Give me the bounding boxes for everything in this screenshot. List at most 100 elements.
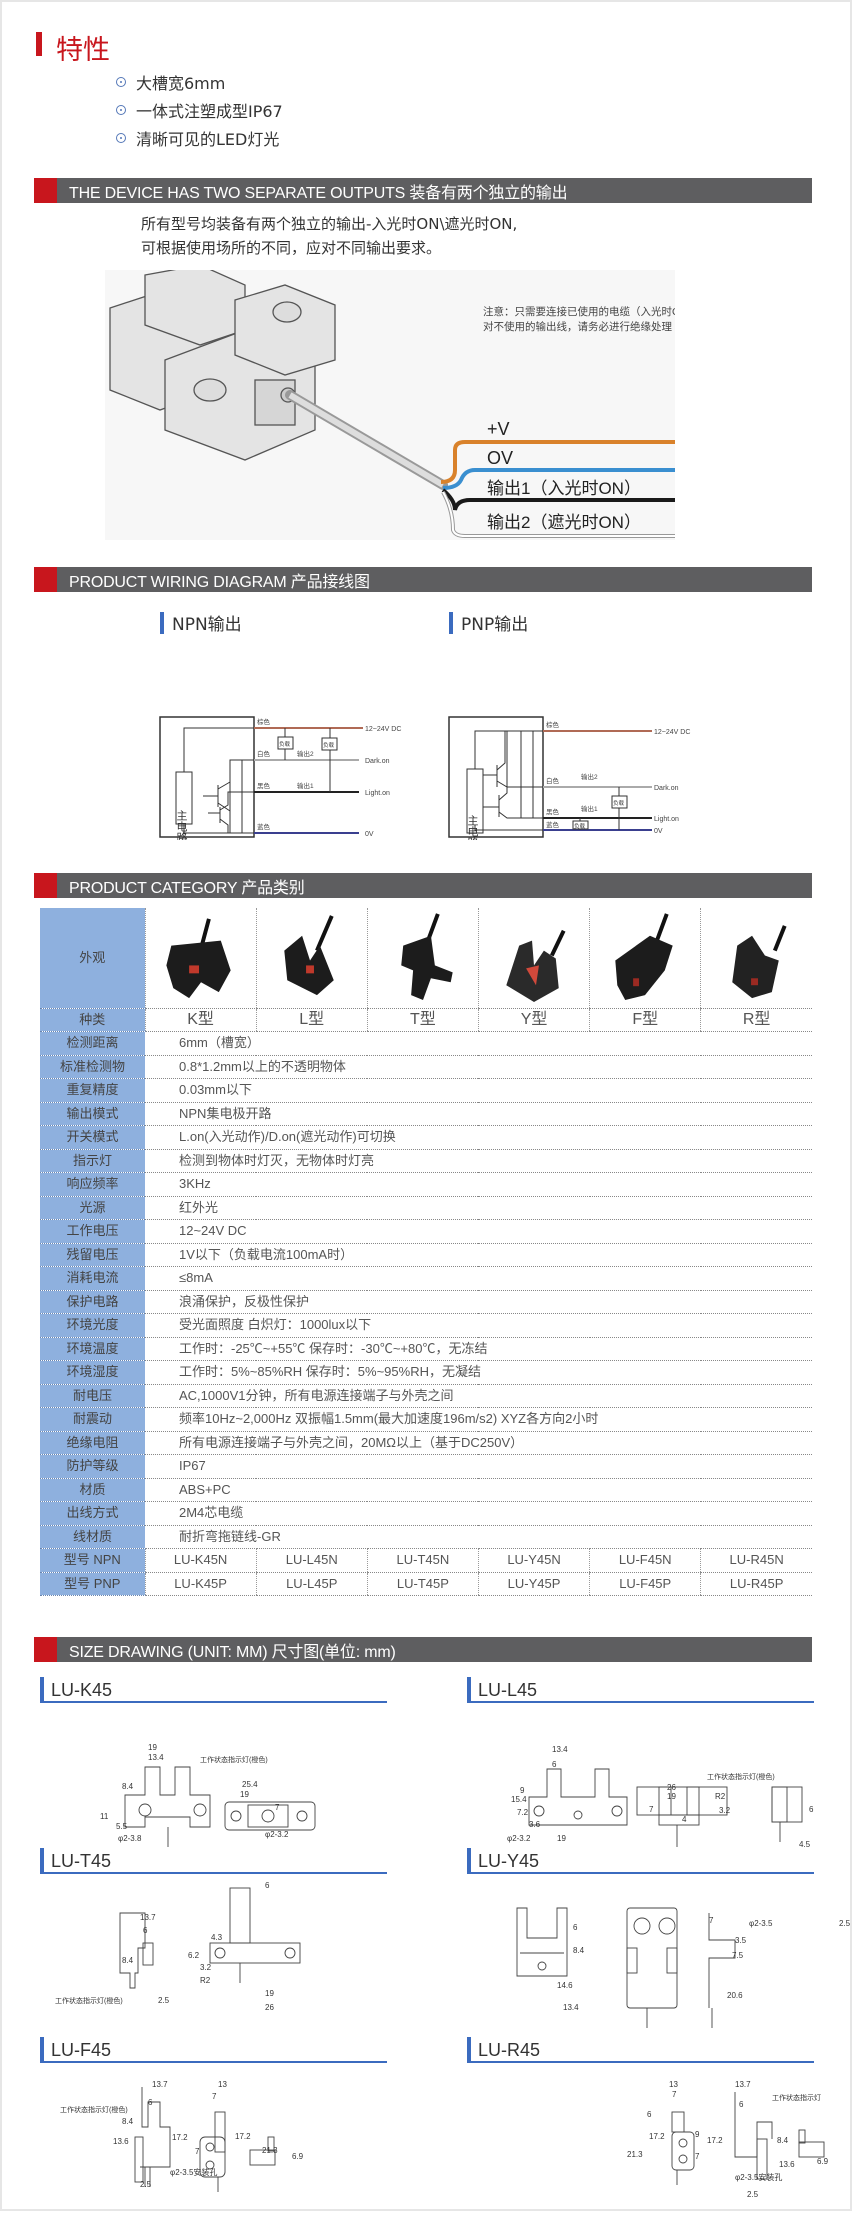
dimension-label: 26 bbox=[265, 2003, 274, 2012]
model-number: LU-L45N bbox=[255, 1548, 368, 1573]
spec-row: 环境光度受光面照度 白炽灯：1000lux以下 bbox=[40, 1313, 812, 1338]
spec-value: 0.03mm以下 bbox=[145, 1078, 812, 1103]
dimension-label: φ2-3.2 bbox=[507, 1834, 531, 1843]
spec-label: 线材质 bbox=[40, 1525, 145, 1549]
dimension-label: 7 bbox=[695, 2152, 700, 2161]
dimension-label: 6 bbox=[148, 2098, 153, 2107]
size-model-title: LU-R45 bbox=[467, 2037, 814, 2063]
dimension-label: 6 bbox=[143, 1926, 148, 1935]
main-circuit-label: 主电路 bbox=[175, 810, 188, 840]
product-image bbox=[477, 908, 590, 1009]
dimension-label: 2.5 bbox=[839, 1919, 851, 1928]
section-title: THE DEVICE HAS TWO SEPARATE OUTPUTS 装备有两… bbox=[69, 184, 568, 202]
spec-row: 消耗电流≤8mA bbox=[40, 1266, 812, 1291]
bullet-icon bbox=[116, 105, 126, 115]
size-model-title: LU-L45 bbox=[467, 1677, 814, 1703]
product-kind: R型 bbox=[700, 1008, 812, 1032]
feature-item: 大槽宽6mm bbox=[116, 70, 225, 94]
dimension-label: 3.6 bbox=[529, 1820, 541, 1829]
spec-value: 0.8*1.2mm以上的不透明物体 bbox=[145, 1055, 812, 1079]
model-number: LU-L45P bbox=[255, 1572, 368, 1596]
product-image bbox=[255, 908, 368, 1009]
model-name: LU-T45 bbox=[51, 1851, 112, 1871]
dimension-label: 9 bbox=[520, 1786, 525, 1795]
dimension-label: 6 bbox=[809, 1805, 814, 1814]
indicator-note: 工作状态指示灯(橙色) bbox=[55, 1996, 123, 2005]
spec-row: 光源红外光 bbox=[40, 1196, 812, 1220]
dimension-label: 3.2 bbox=[719, 1806, 731, 1815]
spec-label: 保护电路 bbox=[40, 1290, 145, 1314]
sensor-drawing bbox=[109, 270, 336, 461]
dimension-label: 17.2 bbox=[235, 2132, 251, 2141]
spec-label: 光源 bbox=[40, 1196, 145, 1220]
spec-label: 环境温度 bbox=[40, 1337, 145, 1361]
feature-text: 一体式注塑成型IP67 bbox=[136, 102, 283, 121]
section-header-outputs: THE DEVICE HAS TWO SEPARATE OUTPUTS 装备有两… bbox=[34, 178, 812, 203]
dimension-label: R2 bbox=[715, 1792, 726, 1801]
spec-value: IP67 bbox=[145, 1454, 812, 1479]
load-label: 负载 bbox=[613, 799, 625, 807]
light-on-label: Light.on bbox=[654, 816, 679, 823]
npn-wiring-diagram: 主电路 棕色 白色 黑色 蓝色 负载 负载 输出2 输出1 12~24V DC … bbox=[159, 716, 401, 840]
dimension-label: 21.3 bbox=[627, 2150, 643, 2159]
dimension-label: φ2-3.5 bbox=[749, 1919, 773, 1928]
dimension-label: 6.9 bbox=[817, 2157, 829, 2166]
dimension-label: 7.5 bbox=[732, 1951, 744, 1960]
desc-line: 所有型号均装备有两个独立的输出-入光时ON\遮光时ON, bbox=[141, 215, 518, 233]
spec-value: 6mm（槽宽） bbox=[145, 1031, 812, 1056]
model-number: LU-Y45P bbox=[477, 1572, 590, 1596]
sensor-photo bbox=[506, 929, 566, 1002]
subtitle-text: PNP输出 bbox=[461, 615, 529, 635]
dimension-label: 6 bbox=[265, 1881, 270, 1890]
dimension-label: 13.7 bbox=[140, 1913, 156, 1922]
sensor-photo bbox=[401, 913, 453, 1000]
dimension-label: 4.5 bbox=[799, 1840, 811, 1849]
section-header-category: PRODUCT CATEGORY 产品类别 bbox=[34, 873, 812, 898]
dimension-label: 14.6 bbox=[557, 1981, 573, 1990]
dimension-label: 11 bbox=[100, 1812, 109, 1821]
feature-item: 一体式注塑成型IP67 bbox=[116, 98, 283, 122]
product-kind: L型 bbox=[255, 1008, 368, 1032]
wire-color-label: 棕色 bbox=[257, 717, 271, 726]
spec-value: 受光面照度 白炽灯：1000lux以下 bbox=[145, 1313, 812, 1338]
model-name: LU-F45 bbox=[51, 2040, 112, 2060]
dimension-label: φ2-3.5安装孔 bbox=[735, 2172, 782, 2182]
spec-value: 工作时：-25℃~+55℃ 保存时：-30℃~+80℃，无冻结 bbox=[145, 1337, 812, 1361]
zero-volt-label: 0V bbox=[365, 831, 374, 838]
dimension-label: 3.2 bbox=[200, 1963, 212, 1972]
section-title: SIZE DRAWING (UNIT: MM) 尺寸图(单位: mm) bbox=[69, 1643, 396, 1661]
spec-row: 指示灯检测到物体时灯灭，无物体时灯亮 bbox=[40, 1149, 812, 1173]
model-number: LU-R45N bbox=[700, 1548, 812, 1573]
size-model-title: LU-F45 bbox=[40, 2037, 387, 2063]
section-header-wiring: PRODUCT WIRING DIAGRAM 产品接线图 bbox=[34, 567, 812, 592]
section-title: PRODUCT WIRING DIAGRAM 产品接线图 bbox=[69, 573, 370, 591]
pnp-wiring-diagram: 主电路 棕色 白色 黑色 蓝色 负载 负载 输出2 输出1 12~24V DC … bbox=[448, 716, 690, 840]
dimension-label: 13 bbox=[218, 2080, 227, 2089]
indicator-note: 工作状态指示灯(橙色) bbox=[60, 2105, 128, 2114]
sensor-photo bbox=[284, 914, 334, 995]
wire-color-label: 棕色 bbox=[546, 720, 560, 729]
dimension-label: φ2-3.2 bbox=[265, 1830, 289, 1839]
wire-blue bbox=[442, 468, 675, 490]
title-accent bbox=[36, 32, 42, 56]
dimension-label: 4 bbox=[682, 1815, 687, 1824]
dimension-label: 19 bbox=[265, 1989, 274, 1998]
section-title: PRODUCT CATEGORY 产品类别 bbox=[69, 879, 305, 897]
model-name: LU-R45 bbox=[478, 2040, 541, 2060]
dimension-label: 13 bbox=[669, 2080, 678, 2089]
wire-color-label: 白色 bbox=[546, 776, 560, 785]
bullet-icon bbox=[116, 77, 126, 87]
product-image bbox=[366, 908, 479, 1009]
zero-volt-label: 0V bbox=[654, 828, 663, 835]
dimension-label: 15.4 bbox=[511, 1795, 527, 1804]
sensor-photo bbox=[165, 918, 231, 998]
spec-label: 防护等级 bbox=[40, 1454, 145, 1479]
